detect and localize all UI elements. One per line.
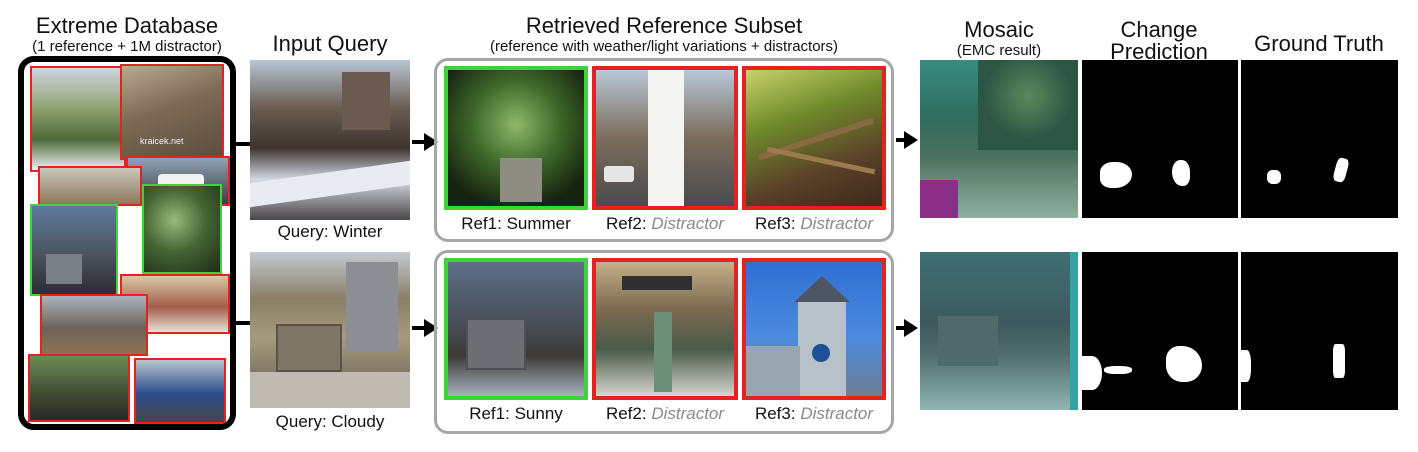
ref3-photo-church [742,258,886,400]
db-photo-tree-house [28,354,130,422]
ref2-label: Distractor [651,214,725,233]
change-blob [1100,162,1132,188]
gt-blob [1333,344,1345,378]
change-blob [1082,356,1102,390]
ref1-photo-summer [444,66,588,210]
ref2-prefix: Ref2: [605,214,647,233]
gt-blob [1267,170,1281,184]
change-blob [1104,366,1132,374]
change-blob [1166,346,1202,382]
query-photo-winter [250,60,410,220]
ref3-photo-forest [742,66,886,210]
retrieved-title: Retrieved Reference Subset [525,13,803,38]
retrieved-subtitle: (reference with weather/light variations… [489,38,839,55]
db-photo-car [134,358,226,424]
retrieval-arrow-top [896,138,908,142]
ref2-photo-market [592,258,738,400]
ref2-photo-poster [592,66,738,210]
ref3-caption-row2: Ref3: Distractor [742,404,886,424]
retrieved-panel-bottom [434,250,894,434]
mosaic-title: Mosaic [964,17,1034,42]
query-caption-winter: Query: Winter [277,222,383,241]
query-caption-cloudy: Query: Cloudy [275,412,385,431]
ref2-caption-row2: Ref2: Distractor [592,404,738,424]
ref2-prefix: Ref2: [605,404,647,423]
change-blob [1172,160,1190,186]
db-photo-ref-sunny [30,204,118,296]
ref3-label: Distractor [800,404,874,423]
db-photo-topiary [30,66,126,172]
ground-truth-row1 [1241,60,1398,218]
retrieval-arrowhead-top [904,131,918,149]
db-watermark: kraicek.net [140,136,184,146]
db-photo-statue: kraicek.net [120,64,224,160]
change-prediction-row1 [1082,60,1238,218]
db-arrow-bottom [236,321,250,325]
database-collage: kraicek.net [24,62,230,424]
retrieved-panel-top [434,58,894,242]
ref3-label: Distractor [800,214,874,233]
query-photo-cloudy [250,252,410,408]
database-frame [18,56,236,430]
mosaic-image-row1 [920,60,1078,218]
ref1-prefix: Ref1: [469,404,510,423]
mosaic-subtitle: (EMC result) [956,42,1042,59]
db-photo-house-yard [38,166,142,206]
ref3-caption-row1: Ref3: Distractor [742,214,886,234]
ref1-label: Sunny [514,404,563,423]
ref3-prefix: Ref3: [754,214,796,233]
gt-blob [1332,156,1350,184]
ref2-caption-row1: Ref2: Distractor [592,214,738,234]
db-photo-ref-summer [142,184,222,274]
db-arrow-top [236,142,250,146]
change-prediction-row2 [1082,252,1238,410]
change-title-line1: Change [1120,17,1198,42]
database-subtitle: (1 reference + 1M distractor) [32,38,222,55]
ref1-prefix: Ref1: [461,214,502,233]
ground-truth-row2 [1241,252,1398,410]
ref2-label: Distractor [651,404,725,423]
ground-truth-title: Ground Truth [1254,31,1384,56]
database-title: Extreme Database [35,13,219,38]
ref1-caption-row1: Ref1: Summer [444,214,588,234]
ref1-photo-sunny [444,258,588,400]
query-arrow-top [412,140,426,144]
db-photo-building [40,294,148,356]
ref1-caption-row2: Ref1: Sunny [444,404,588,424]
retrieval-arrowhead-bottom [904,319,918,337]
mosaic-image-row2 [920,252,1078,410]
retrieval-arrow-bottom [896,326,908,330]
query-arrow-bottom [412,326,426,330]
gt-blob [1241,350,1251,382]
ref3-prefix: Ref3: [754,404,796,423]
query-title: Input Query [272,31,388,56]
change-title-line2: Prediction [1110,39,1208,64]
ref1-label: Summer [506,214,571,233]
